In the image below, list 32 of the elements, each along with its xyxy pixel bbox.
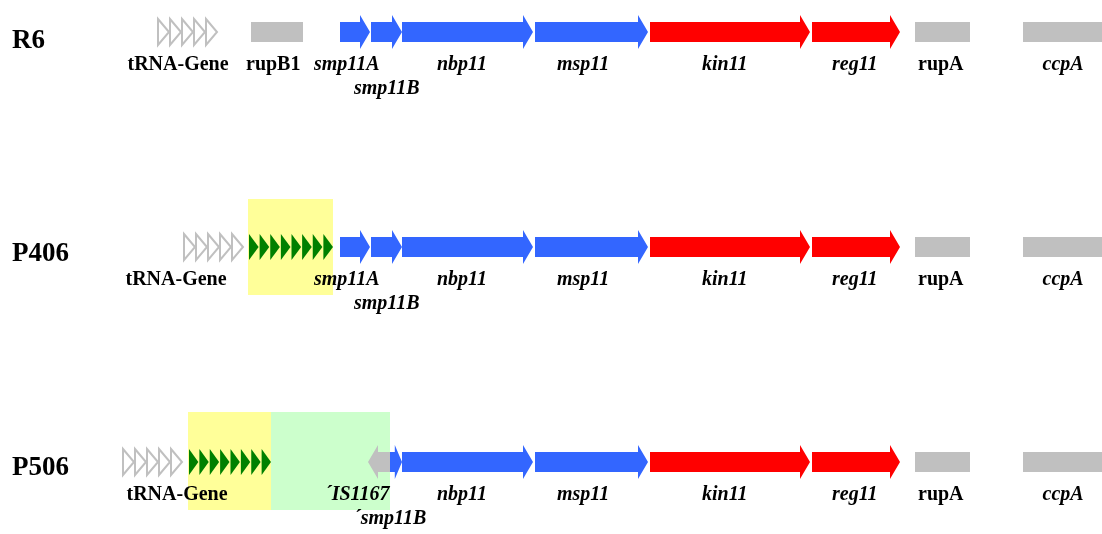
strain-label: R6 — [12, 24, 45, 54]
gene-label: ccpA — [1042, 267, 1084, 289]
gene-label: rupB1 — [246, 52, 301, 74]
gene-label: msp11 — [557, 52, 610, 74]
gene-label: nbp11 — [437, 482, 488, 504]
gene-label: reg11 — [832, 482, 878, 504]
gene-label: kin11 — [702, 482, 748, 504]
gene-label: tRNA-Gene — [125, 267, 227, 289]
gene-label: tRNA-Gene — [127, 52, 229, 74]
gene-label: rupA — [918, 52, 964, 74]
gene-label: reg11 — [832, 52, 878, 74]
gene-label: rupA — [918, 267, 964, 289]
gene-label: nbp11 — [437, 267, 488, 289]
strain-label: P506 — [12, 451, 69, 481]
gene-label: smp11B — [354, 76, 420, 98]
gene-label: msp11 — [557, 482, 610, 504]
gene-label: ccpA — [1042, 482, 1084, 504]
highlight-region — [271, 412, 390, 510]
gene-label: nbp11 — [437, 52, 488, 74]
gene-label: smp11B — [354, 291, 420, 313]
gene-label: ´smp11B — [354, 506, 427, 528]
gene-label: rupA — [918, 482, 964, 504]
gene-label: smp11A — [314, 52, 380, 74]
gene-label: reg11 — [832, 267, 878, 289]
gene-label: smp11A — [314, 267, 380, 289]
gene-label: kin11 — [702, 52, 748, 74]
gene-label: kin11 — [702, 267, 748, 289]
gene-label: ccpA — [1042, 52, 1084, 74]
gene-label: tRNA-Gene — [126, 482, 228, 504]
gene-label: ´IS1167 — [325, 482, 390, 504]
gene-label: msp11 — [557, 267, 610, 289]
strain-label: P406 — [12, 237, 69, 267]
